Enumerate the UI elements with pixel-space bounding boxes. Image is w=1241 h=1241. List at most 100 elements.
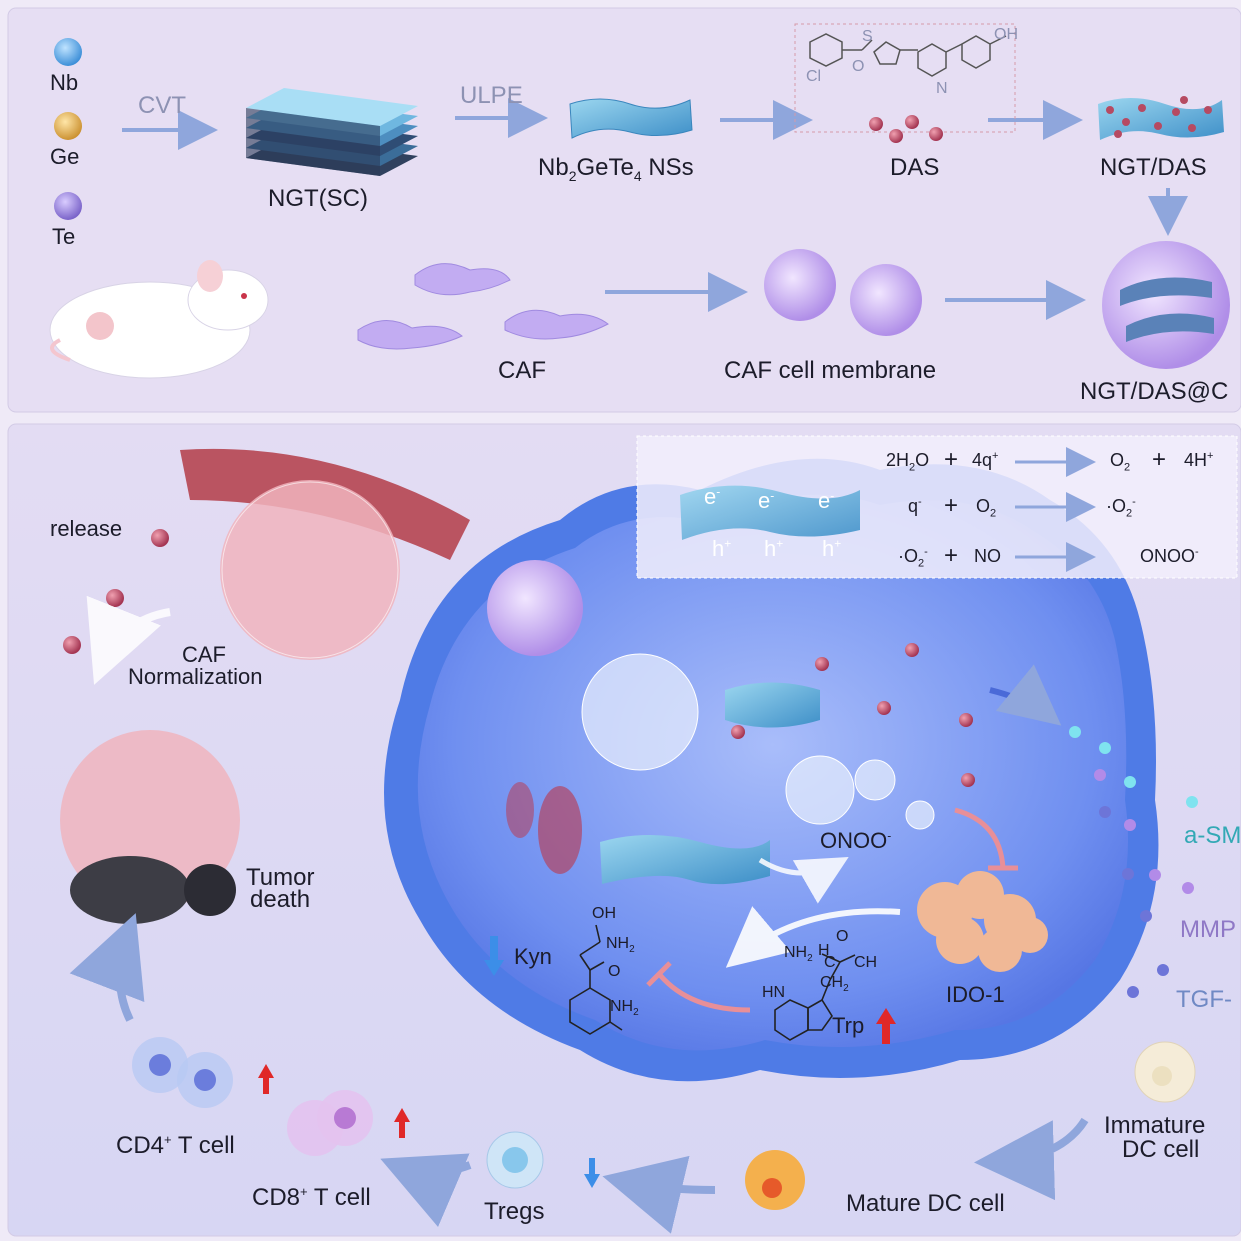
cvt-label: CVT (138, 92, 186, 119)
reaction-2-reactant-b: O2 (976, 496, 996, 520)
reaction-1-plus: + (944, 446, 959, 473)
r3-prod: ONOO (1140, 546, 1196, 566)
asma-label: a-SM (1184, 822, 1241, 849)
mature-dc-label: Mature DC cell (846, 1190, 1005, 1217)
cd8-pre: CD8 (252, 1184, 301, 1211)
r2-right-pre: O (976, 496, 991, 516)
te-sphere (54, 192, 82, 220)
ngt-sc-label: NGT(SC) (268, 185, 368, 212)
das-cl-atom: Cl (806, 68, 822, 85)
cd4-post: T cell (171, 1132, 235, 1159)
caf-normalization-label-2: Normalization (128, 664, 263, 689)
r1-prod1-sub: 2 (1124, 461, 1131, 474)
inset-sheet (680, 485, 860, 540)
r1-left-pre: 2H (886, 450, 910, 470)
down-arrow-icon (484, 936, 600, 1188)
tumor-death-icon (60, 730, 240, 924)
reaction-3-reactant-b: NO (974, 546, 1001, 566)
kyn-label: Kyn (514, 944, 552, 969)
kyn-nh2-b: NH (610, 998, 634, 1015)
reaction-2-plus: + (944, 492, 959, 519)
trp-nh2: NH (784, 944, 808, 961)
reaction-3-reactant-a: ·O2- (898, 546, 928, 570)
electron-1-text: e (704, 484, 717, 509)
trp-c-atom: C (824, 954, 836, 971)
tumor-death-label-1: Tumor (246, 864, 315, 891)
onoo-label: ONOO- (820, 828, 892, 853)
hole-1: h+ (712, 536, 732, 561)
caf-membrane-label: CAF cell membrane (724, 357, 937, 384)
trp-label: Trp (832, 1013, 865, 1038)
reaction-1-reactant-a: 2H2O (886, 450, 929, 474)
membrane-vesicle-icon (764, 249, 922, 336)
mouse-icon (49, 260, 269, 379)
trp-nh2-atom: NH2 (784, 944, 813, 965)
reaction-1-product-a: O2 (1110, 450, 1130, 474)
tgf-label: TGF- (1176, 986, 1232, 1013)
nanosheet-icon (569, 98, 693, 139)
kyn-o-atom: O (608, 963, 621, 980)
r2-left: q (908, 496, 919, 516)
caf-normalization-label-1: CAF (182, 642, 226, 667)
ido1-label: IDO-1 (946, 982, 1005, 1007)
r2-prod-sub: 2 (1126, 507, 1133, 520)
hole-1-text: h (712, 536, 725, 561)
caf-label: CAF (498, 357, 546, 384)
cd4-pre: CD4 (116, 1132, 165, 1159)
kyn-nh2-b-atom: NH2 (610, 998, 639, 1019)
ngt-das-caf-icon (1102, 241, 1230, 369)
laser-beam (506, 782, 582, 874)
cd8-sup: + (300, 1184, 308, 1199)
kyn-oh-atom: OH (592, 905, 616, 922)
immature-dc-label-1: Immature (1104, 1112, 1206, 1139)
up-arrow-icon (258, 1008, 896, 1138)
kyn-structure (569, 924, 623, 1035)
dc-cell-icon (745, 1041, 1196, 1210)
das-n-atom: N (936, 80, 948, 97)
nss-mid: GeTe (576, 154, 634, 181)
r2-prod-pre: ·O (1106, 496, 1126, 516)
legend-nb-label: Nb (50, 70, 79, 95)
r1-left-sub: 2 (909, 461, 916, 474)
reaction-3-product: ONOO- (1140, 546, 1199, 566)
hole-3-text: h (822, 536, 835, 561)
cd4-label: CD4+ T cell (116, 1132, 235, 1160)
legend-te-label: Te (52, 224, 76, 249)
release-label: release (50, 516, 123, 541)
reaction-2-product: ·O2- (1106, 496, 1136, 520)
ge-sphere (54, 112, 82, 140)
trp-ch2-atom: CH2 (820, 974, 849, 995)
nanosheet-stack-icon (246, 88, 418, 176)
tumor-icon (180, 448, 470, 660)
reaction-3-plus: + (944, 542, 959, 569)
ngt-das-icon (1098, 96, 1224, 140)
ngt-das-caf-label: NGT/DAS@C (1080, 378, 1229, 405)
electron-2: e- (758, 488, 775, 513)
tumor-death-label-2: death (250, 886, 311, 913)
trp-hn-atom: HN (762, 984, 786, 1001)
nss-suffix: NSs (641, 154, 694, 181)
ido1-protein-icon (917, 871, 1048, 972)
hole-2: h+ (764, 536, 784, 561)
kyn-nh2-a: NH (606, 935, 630, 952)
reaction-1-reactant-b: 4q+ (972, 450, 999, 470)
das-o-atom: O (852, 58, 865, 75)
trp-structure (774, 953, 856, 1041)
trp-ch2: CH (820, 974, 844, 991)
cd8-label: CD8+ T cell (252, 1184, 371, 1212)
trp-h-atom: H (818, 942, 830, 959)
ngt-das-caf-particle (487, 560, 583, 656)
caf-cell-icon (357, 263, 609, 350)
nss-prefix: Nb (538, 154, 569, 181)
trp-ch-atom: CH (854, 954, 878, 971)
ngt-das-label: NGT/DAS (1100, 154, 1207, 181)
das-structure (809, 33, 1007, 77)
kyn-nh2-a-atom: NH2 (606, 935, 635, 956)
nb-sphere (54, 38, 82, 66)
das-oh-atom: OH (994, 26, 1018, 43)
das-label: DAS (890, 154, 940, 181)
das-s-atom: S (862, 28, 873, 45)
r1-left-post: O (915, 450, 930, 470)
